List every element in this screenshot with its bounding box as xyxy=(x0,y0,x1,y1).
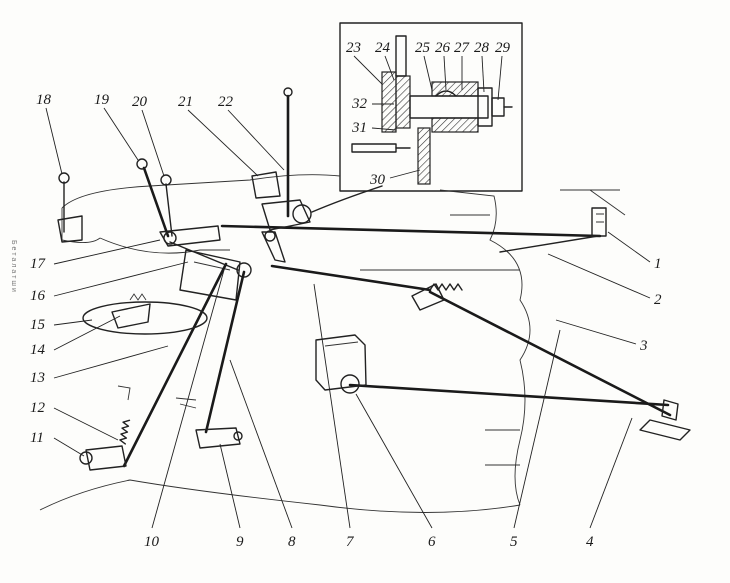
callout-21: 21 xyxy=(178,94,193,110)
inset-spring-bottom xyxy=(431,117,479,133)
callout-23: 23 xyxy=(346,40,361,56)
callout-27: 27 xyxy=(454,40,471,56)
pivot-6 xyxy=(340,374,360,394)
spring-12 xyxy=(119,419,131,445)
rod-2 xyxy=(220,224,602,238)
rod-7 xyxy=(270,264,432,292)
callout-19: 19 xyxy=(94,92,110,108)
housing-6 xyxy=(315,334,367,391)
callout-8: 8 xyxy=(288,534,296,550)
bracket-1 xyxy=(591,207,607,237)
inset-rod xyxy=(395,35,407,77)
rod-2-end xyxy=(499,235,599,253)
callout-12: 12 xyxy=(30,400,46,416)
page-edge-text: Б е т а л а т ш и xyxy=(10,240,17,292)
inset-lever-31 xyxy=(351,143,397,153)
housing-16 xyxy=(179,249,241,301)
callout-18: 18 xyxy=(36,92,52,108)
rod-6 xyxy=(348,383,670,407)
rod-10 xyxy=(122,262,228,468)
callout-32: 32 xyxy=(351,96,368,112)
callout-30: 30 xyxy=(369,172,386,188)
bracket-21 xyxy=(251,171,281,199)
callout-6: 6 xyxy=(428,534,436,550)
callout-17: 17 xyxy=(30,256,47,272)
rod-5 xyxy=(428,290,672,417)
callout-7: 7 xyxy=(346,534,355,550)
spring-3 xyxy=(429,283,463,291)
callout-20: 20 xyxy=(132,94,148,110)
bracket-4 xyxy=(639,419,691,441)
callout-4: 4 xyxy=(586,534,594,550)
bracket-18 xyxy=(57,215,83,243)
inset-bushing-mid xyxy=(395,75,411,129)
callout-2: 2 xyxy=(654,292,662,308)
rod-8 xyxy=(204,270,246,434)
inset-pointer-line xyxy=(311,185,383,213)
callout-labels: 23 24 25 26 27 28 29 32 31 30 18 19 20 2… xyxy=(30,40,662,550)
inset-shaft xyxy=(409,95,489,119)
inset-washer xyxy=(477,87,493,127)
callout-9: 9 xyxy=(236,534,244,550)
callout-13: 13 xyxy=(30,370,45,386)
belt-15 xyxy=(82,301,208,335)
linkage-rods xyxy=(57,87,691,471)
callout-22: 22 xyxy=(218,94,234,110)
inset-frame xyxy=(339,22,523,192)
callout-24: 24 xyxy=(375,40,391,56)
callout-16: 16 xyxy=(30,288,46,304)
callout-5: 5 xyxy=(510,534,518,550)
leader-lines xyxy=(45,55,651,529)
callout-3: 3 xyxy=(639,338,648,354)
callout-1: 1 xyxy=(654,256,662,272)
inset-bushing-left xyxy=(381,71,397,133)
callout-25: 25 xyxy=(415,40,431,56)
inset-nut xyxy=(491,97,505,117)
callout-31: 31 xyxy=(351,120,367,136)
pedal-9 xyxy=(195,427,241,449)
lever-19 xyxy=(142,166,170,238)
callout-15: 15 xyxy=(30,317,46,333)
callout-29: 29 xyxy=(495,40,511,56)
callout-11: 11 xyxy=(30,430,44,446)
inset-arm-30 xyxy=(417,127,431,185)
callout-14: 14 xyxy=(30,342,46,358)
inset-notch xyxy=(435,90,457,97)
callout-26: 26 xyxy=(435,40,451,56)
pivot-housing-22 xyxy=(261,199,311,231)
callout-28: 28 xyxy=(474,40,490,56)
inset-detail xyxy=(339,22,523,192)
lever-20 xyxy=(165,183,173,237)
vehicle-body-outline xyxy=(39,174,626,513)
callout-10: 10 xyxy=(144,534,160,550)
